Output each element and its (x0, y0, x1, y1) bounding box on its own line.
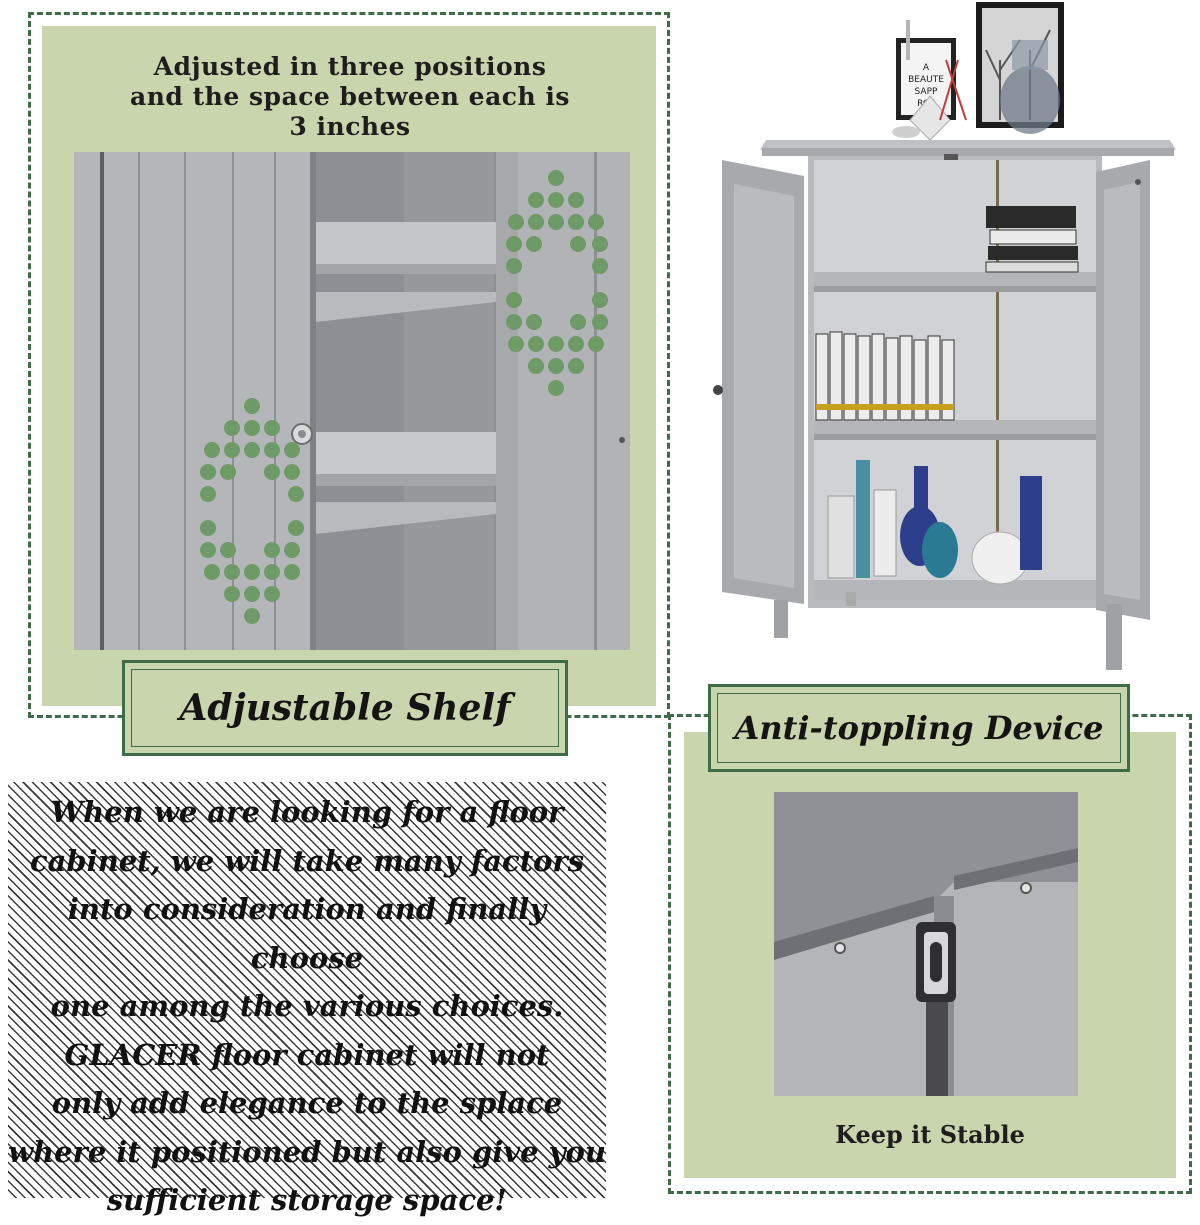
label-inner-border (131, 669, 559, 747)
anti-toppling-text: Anti-toppling Device (734, 709, 1104, 747)
description-line-4: one among the various choices. (50, 989, 564, 1023)
keep-stable-caption: Keep it Stable (835, 1120, 1025, 1149)
cabinet-product-photo: A BEAUTE SAPP RCE (700, 0, 1190, 676)
description-line-5: GLACER floor cabinet will not (64, 1037, 550, 1072)
heading-line-3: 3 inches (289, 112, 411, 141)
description-line-2: cabinet, we will take many factors (29, 843, 585, 878)
description-hatched-background (8, 782, 606, 1198)
shelf-closeup-photo (74, 152, 630, 650)
adjustable-heading: Adjusted in three positions and the spac… (60, 52, 640, 142)
description-line-1: When we are looking for a floor (50, 795, 564, 829)
description-line-8: sufficient storage space! (106, 1183, 508, 1217)
anti-toppling-label: Anti-toppling Device (708, 684, 1130, 772)
description-line-3: into consideration and finally choose (67, 892, 547, 975)
heading-line-2: and the space between each is (130, 82, 570, 111)
anti-toppling-photo (774, 792, 1078, 1096)
adjustable-shelf-label: Adjustable Shelf (122, 660, 568, 756)
description-line-7: where it positioned but also give you (8, 1134, 606, 1169)
description-text: When we are looking for a floor cabinet,… (8, 788, 606, 1225)
label-inner-border (717, 693, 1121, 763)
frame-text-3: SAPP (915, 87, 938, 97)
frame-text-2: BEAUTE (908, 75, 944, 85)
description-line-6: only add elegance to the splace (51, 1086, 563, 1120)
heading-line-1: Adjusted in three positions (153, 52, 547, 81)
frame-text-1: A (923, 63, 930, 73)
adjustable-shelf-text: Adjustable Shelf (179, 687, 511, 729)
